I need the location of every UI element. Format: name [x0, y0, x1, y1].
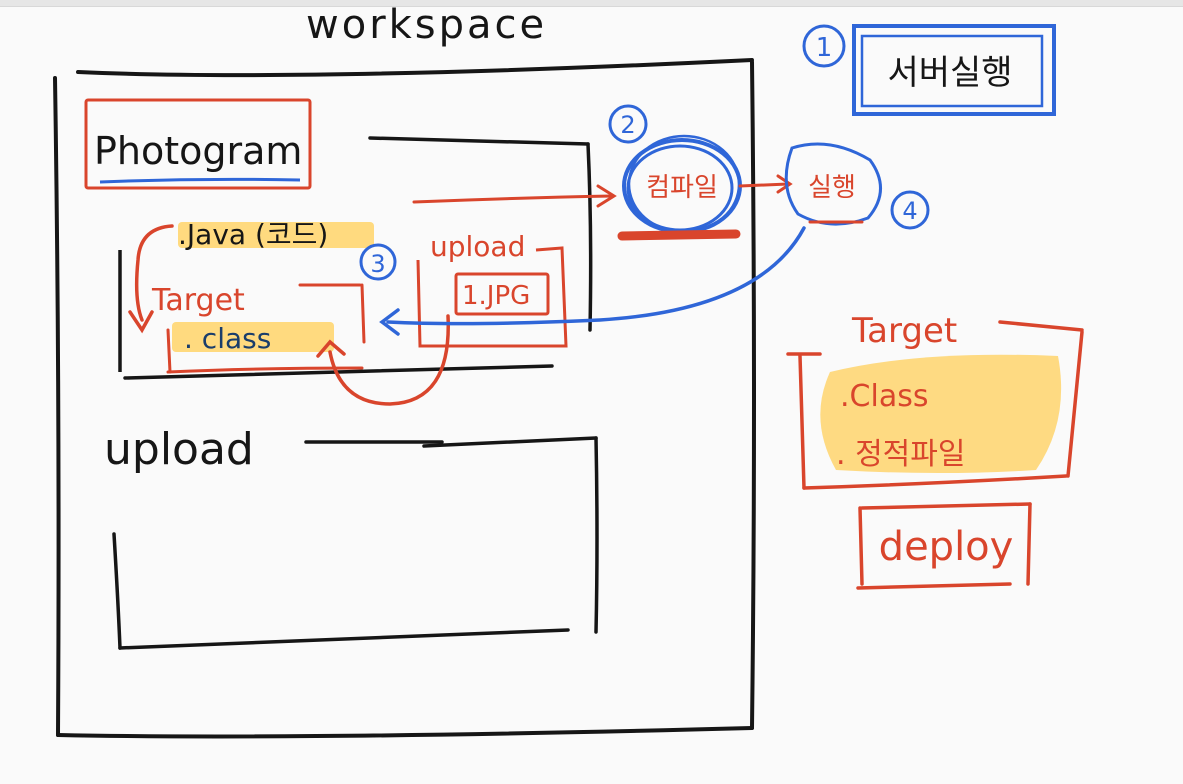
target-box-title: Target	[851, 311, 957, 351]
step-1-badge: 1	[802, 24, 846, 68]
target-inner-box	[166, 283, 366, 374]
java-code-label: .Java (코드)	[178, 218, 328, 251]
compile-to-run-arrow	[738, 174, 793, 194]
run-label: 실행	[808, 173, 856, 203]
upload-file-label: 1.JPG	[462, 281, 530, 311]
window-top-bar	[0, 0, 1183, 7]
compile-label: 컴파일	[646, 173, 718, 203]
java-to-compile-arrow	[412, 184, 617, 208]
workspace-title: workspace	[306, 2, 547, 48]
compile-node: 컴파일	[617, 134, 742, 241]
target-box-item-static: . 정적파일	[836, 437, 965, 472]
deploy-box: deploy	[856, 502, 1032, 590]
deploy-label: deploy	[879, 524, 1014, 570]
upload-section-title: upload	[104, 424, 254, 475]
class-item: . class	[172, 322, 334, 355]
upload-folder-box	[416, 246, 568, 348]
run-node: 실행	[784, 142, 882, 226]
java-to-target-arrow	[128, 224, 174, 334]
step-2-badge: 2	[608, 104, 648, 144]
upload-section-box	[112, 436, 599, 650]
workspace-box	[53, 58, 756, 739]
target-inner-label: Target	[151, 283, 245, 318]
java-code-item: .Java (코드)	[178, 218, 374, 251]
step-3-badge: 3	[359, 243, 397, 281]
target-box-item-class: .Class	[840, 379, 928, 414]
photogram-label: Photogram	[94, 129, 302, 173]
run-to-upload-arrow	[379, 226, 806, 336]
server-run-box: 서버실행	[852, 24, 1056, 116]
class-label: . class	[184, 322, 271, 355]
step-4-badge: 4	[890, 190, 930, 230]
svg-text:3: 3	[370, 250, 385, 278]
photogram-label-box: Photogram	[84, 98, 312, 190]
server-run-label: 서버실행	[887, 53, 1012, 93]
target-deploy-box: Target .Class . 정적파일	[786, 311, 1084, 490]
svg-text:4: 4	[902, 197, 917, 225]
photogram-project-box	[123, 136, 593, 380]
svg-text:1: 1	[816, 33, 833, 63]
upload-folder-label: upload	[430, 230, 525, 263]
svg-text:2: 2	[620, 111, 635, 139]
upload-to-class-arrow	[316, 314, 450, 406]
